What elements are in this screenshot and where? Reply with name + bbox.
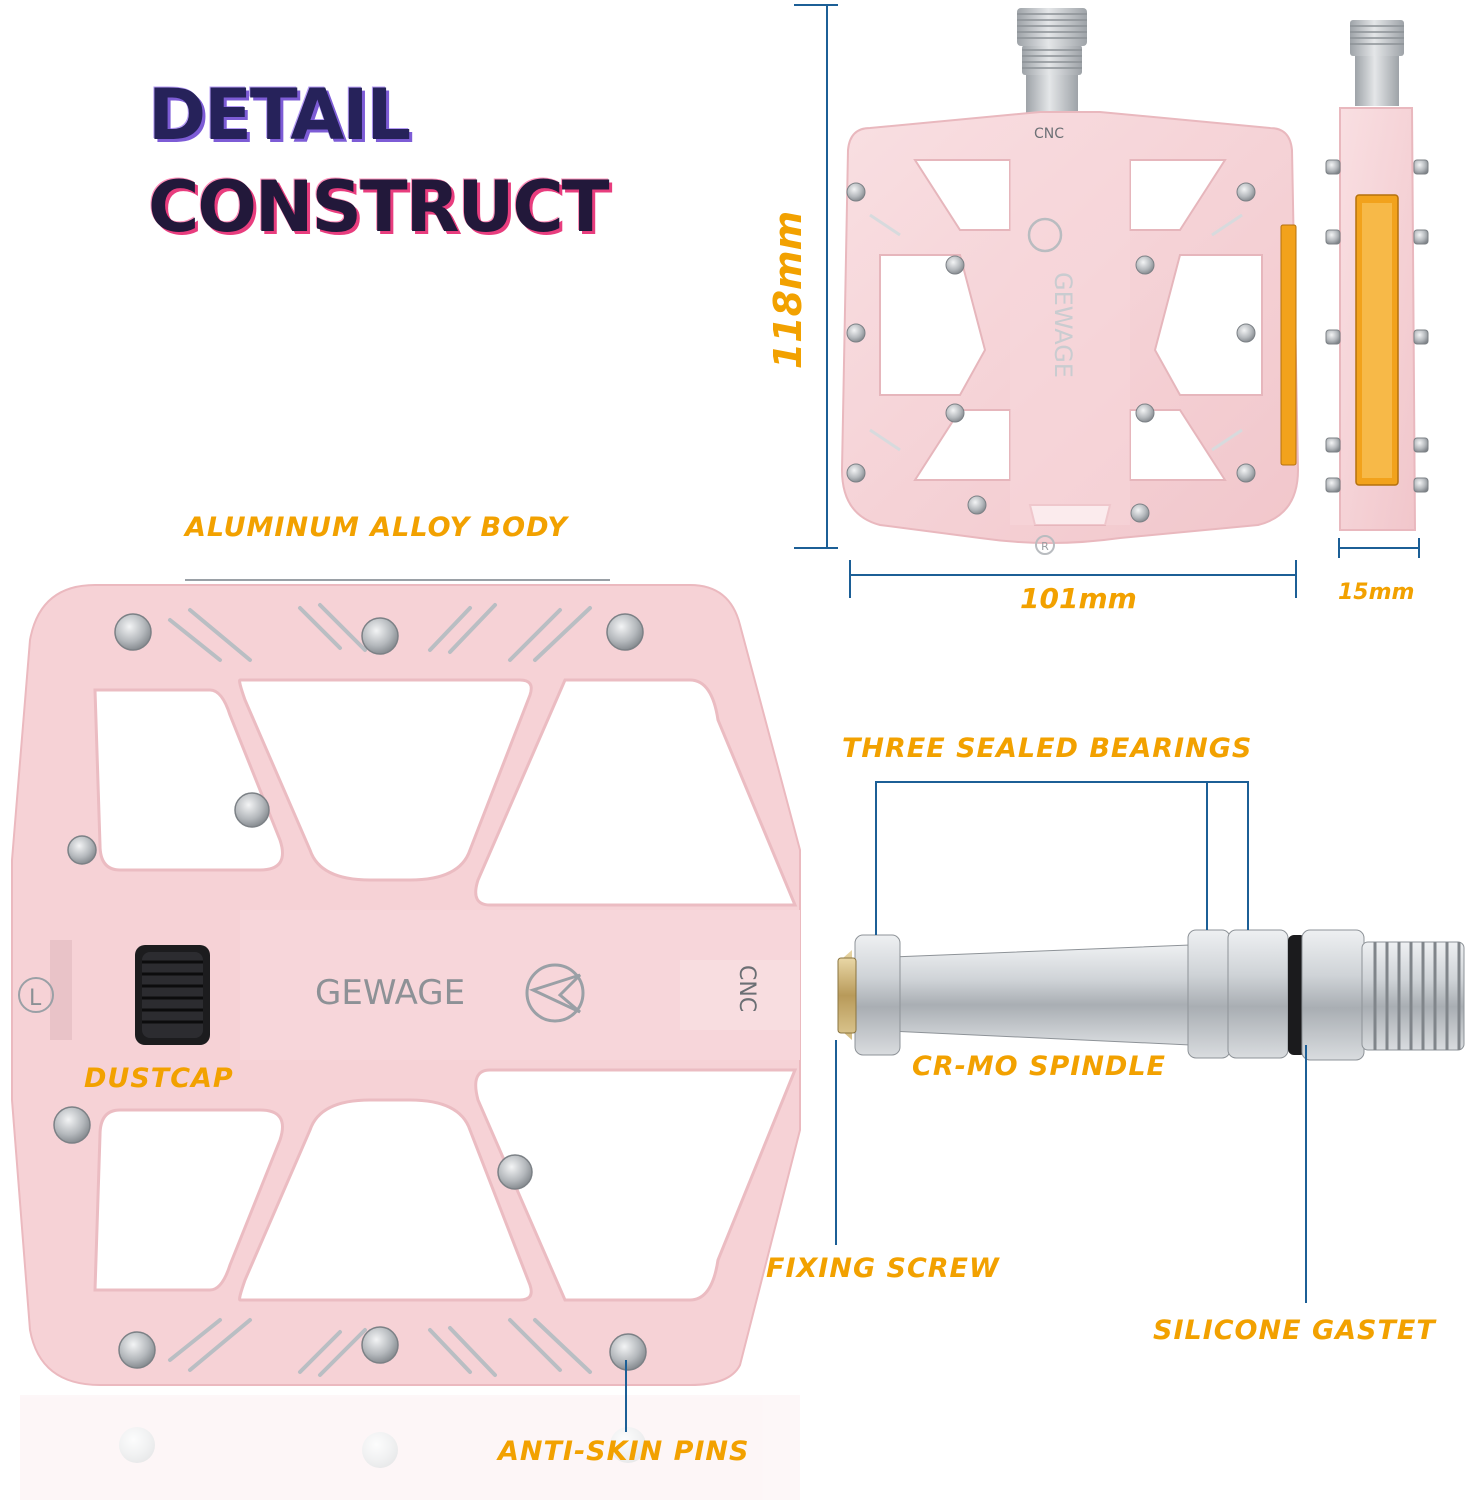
callout-aluminum-body: ALUMINUM ALLOY BODY bbox=[185, 512, 568, 543]
dustcap bbox=[135, 945, 210, 1045]
pedal-front-cnc: CNC bbox=[1034, 126, 1064, 142]
callout-fixing-screw: FIXING SCREW bbox=[766, 1253, 1000, 1284]
title-line-1: DETAIL bbox=[148, 74, 411, 156]
title-line-2: CONSTRUCT bbox=[148, 166, 609, 248]
bearings-leader bbox=[875, 781, 1249, 935]
callout-dustcap: DUSTCAP bbox=[84, 1063, 234, 1094]
pedal-reflection bbox=[20, 1395, 800, 1500]
height-dimension-line bbox=[794, 4, 838, 549]
pedal-front-brand: GEWAGE bbox=[1049, 272, 1077, 378]
depth-dimension-label: 15mm bbox=[1338, 580, 1415, 605]
large-pedal-side-mark: L bbox=[29, 986, 42, 1011]
width-dimension-label: 101mm bbox=[1020, 582, 1137, 615]
callout-anti-skid-pins: ANTI-SKIN PINS bbox=[498, 1436, 750, 1467]
width-dimension-line bbox=[849, 560, 1297, 598]
leader-lines bbox=[625, 781, 1307, 1432]
large-pedal-brand: GEWAGE bbox=[315, 973, 465, 1013]
callout-spindle: CR-MO SPINDLE bbox=[912, 1051, 1166, 1082]
large-pedal-cnc: CNC bbox=[734, 965, 759, 1012]
depth-dimension-line bbox=[1338, 538, 1420, 558]
spindle-assembly bbox=[837, 929, 1465, 1061]
pedal-front-reg: R bbox=[1041, 540, 1049, 553]
height-dimension-label: 118mm bbox=[766, 210, 810, 370]
callout-sealed-bearings: THREE SEALED BEARINGS bbox=[842, 733, 1253, 764]
brand-logo-icon bbox=[525, 963, 585, 1023]
pedal-front-view bbox=[840, 8, 1300, 555]
pedal-side-view bbox=[1325, 20, 1429, 531]
callout-silicone-gasket: SILICONE GASTET bbox=[1153, 1315, 1436, 1346]
pedal-large-view bbox=[11, 584, 801, 1386]
